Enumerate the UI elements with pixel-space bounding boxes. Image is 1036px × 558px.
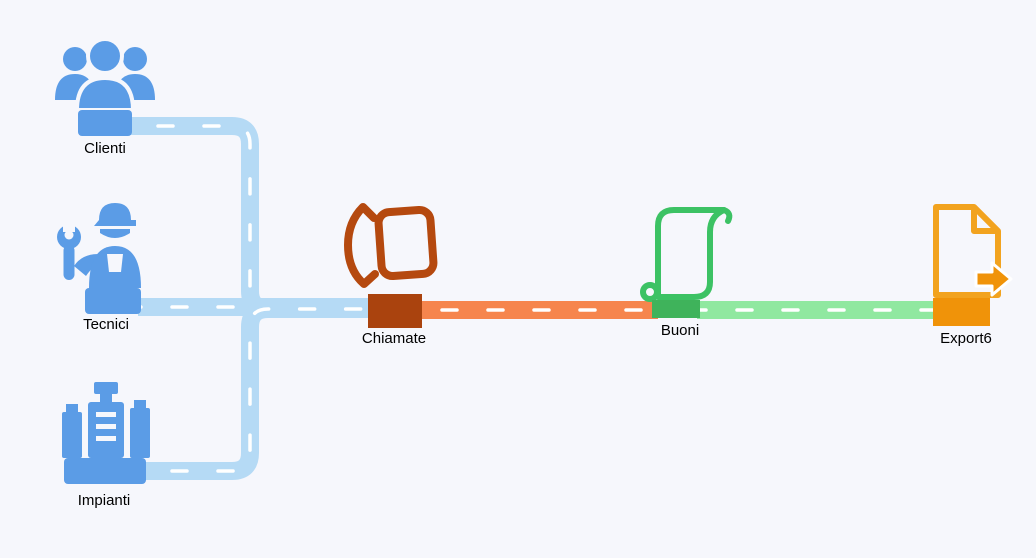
node-label-clienti: Clienti xyxy=(84,140,126,157)
technician-shape xyxy=(57,203,141,314)
node-tecnici[interactable]: Tecnici xyxy=(46,192,166,334)
node-base-platform xyxy=(368,294,422,328)
node-export6[interactable]: Export6 xyxy=(916,198,1016,348)
export-arrow-icon xyxy=(974,261,1013,297)
node-label-export6: Export6 xyxy=(940,330,992,347)
document-export-icon xyxy=(933,204,1013,326)
node-impianti[interactable]: Impianti xyxy=(44,378,164,510)
node-clienti[interactable]: Clienti xyxy=(50,26,160,158)
overall-bib-detail xyxy=(107,254,123,272)
node-label-tecnici: Tecnici xyxy=(83,316,129,333)
industrial-plant-shape xyxy=(62,382,150,484)
node-chiamate[interactable]: Chiamate xyxy=(338,196,450,348)
connector-dashes xyxy=(124,307,374,473)
node-label-buoni: Buoni xyxy=(660,322,700,339)
people-group-icon xyxy=(55,37,155,136)
document-outline xyxy=(933,204,1001,298)
plant-vent-details xyxy=(96,412,116,441)
scroll-outline xyxy=(640,207,733,302)
node-label-impianti: Impianti xyxy=(77,492,131,509)
connector-impianti-chiamate[interactable] xyxy=(124,300,374,480)
scroll-icon xyxy=(640,207,733,318)
node-label-chiamate: Chiamate xyxy=(361,330,427,347)
phone-outline xyxy=(344,203,438,288)
phone-icon xyxy=(344,203,438,328)
industrial-plant-icon xyxy=(62,382,150,484)
node-base-platform xyxy=(652,300,700,318)
technician-icon xyxy=(57,203,141,314)
node-base-platform xyxy=(933,298,990,326)
node-buoni[interactable]: Buoni xyxy=(624,200,736,340)
people-group-shape xyxy=(55,37,155,136)
